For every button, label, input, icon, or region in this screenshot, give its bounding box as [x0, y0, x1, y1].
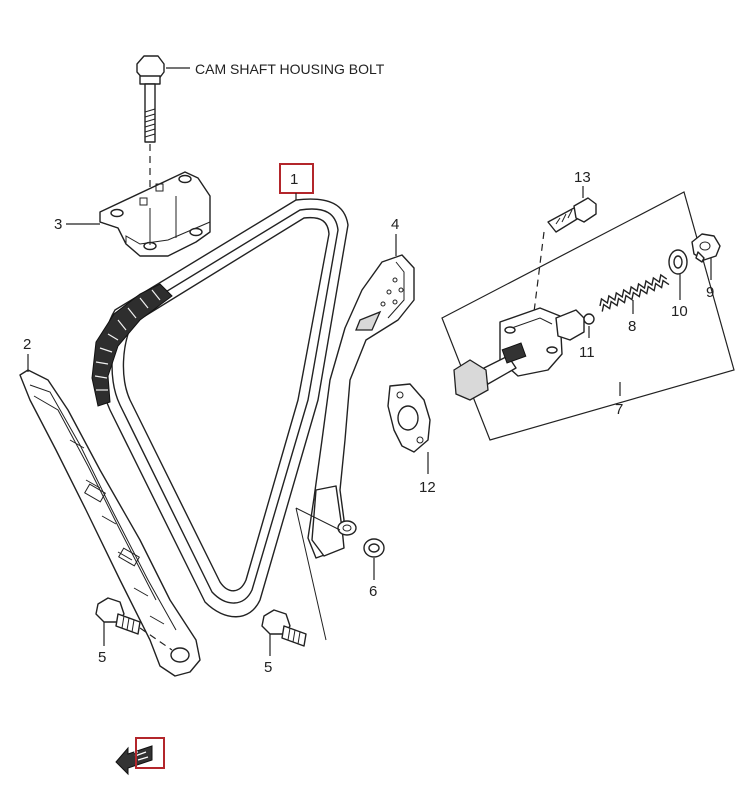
- part-7-label: 7: [615, 401, 623, 418]
- part-5-left-label: 5: [98, 649, 106, 666]
- chain-tensioner-arm: [307, 254, 415, 559]
- part-6-label: 6: [369, 583, 377, 600]
- tensioner-spring-8: [599, 273, 670, 312]
- chain-guide: [19, 369, 201, 677]
- guide-bolt-right: [261, 609, 307, 647]
- ball-11: [583, 313, 595, 325]
- plug-bolt-9: [691, 233, 721, 263]
- part-1-label: 1: [290, 171, 298, 188]
- part-13-label: 13: [574, 169, 591, 186]
- part-11-label: 11: [579, 344, 595, 361]
- part-8-label: 8: [628, 318, 636, 335]
- part-2-label: 2: [23, 336, 31, 353]
- front-arrow-icon: [115, 745, 153, 776]
- part-10-label: 10: [671, 303, 688, 320]
- cam-shaft-housing-bolt-label: CAM SHAFT HOUSING BOLT: [195, 61, 385, 77]
- bolt-pointer-lines: [295, 507, 341, 641]
- guide-bolt-left: [95, 597, 173, 651]
- part-12-label: 12: [419, 479, 436, 496]
- chain-tensioner-body: [453, 307, 585, 401]
- part-9-label: 9: [706, 284, 714, 301]
- cam-shaft-housing-bracket: [99, 171, 211, 257]
- washer-10: [668, 249, 688, 275]
- tensioner-assembly-outline: [441, 191, 735, 441]
- tensioner-bolt-13: [533, 197, 597, 313]
- tensioner-gasket: [387, 383, 431, 453]
- washer-6: [363, 538, 385, 558]
- part-4-label: 4: [391, 216, 399, 233]
- part-5-right-label: 5: [264, 659, 272, 676]
- front-arrow-highlight: [135, 737, 165, 769]
- timing-chain: [91, 198, 349, 618]
- part-3-label: 3: [54, 216, 62, 233]
